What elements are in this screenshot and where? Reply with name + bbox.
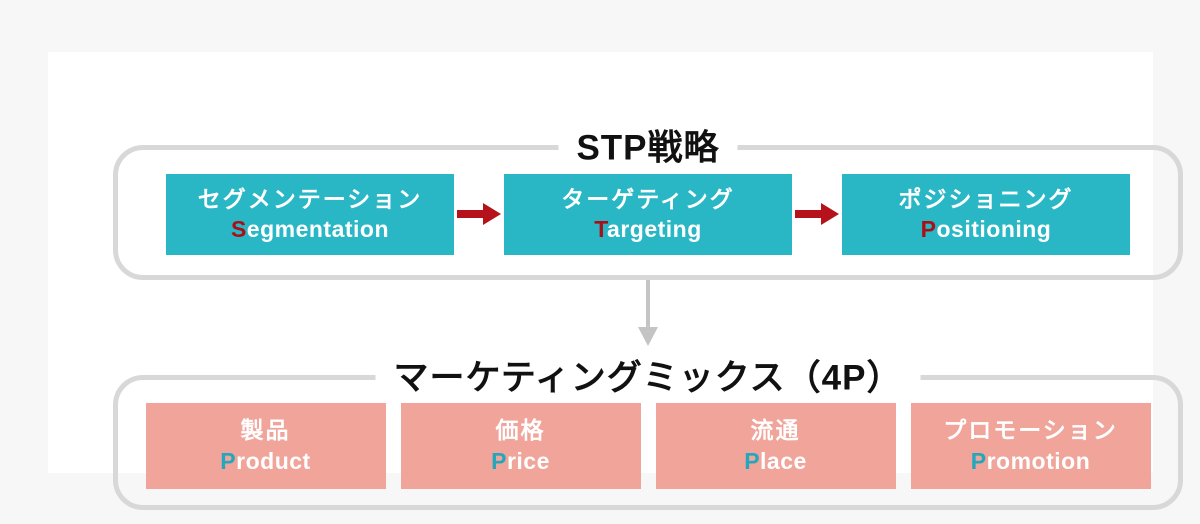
segmentation-label-en: Segmentation [230, 216, 390, 242]
arrow-down-icon [636, 280, 660, 346]
mix-box-promotion: プロモーション Promotion [910, 402, 1151, 489]
targeting-label-jp: ターゲティング [561, 185, 735, 212]
stp-group-title: STP戦略 [558, 128, 738, 169]
promotion-label-en: Promotion [970, 447, 1091, 474]
mix-group-title: マーケティングミックス（4P） [375, 358, 921, 399]
stp-box-positioning: ポジショニング Positioning [842, 173, 1130, 255]
arrow-right-icon [454, 200, 504, 228]
mix-box-price: 価格 Price [400, 402, 641, 489]
targeting-label-en: Targeting [594, 216, 702, 242]
place-label-en: Place [744, 447, 807, 474]
mix-box-product: 製品 Product [145, 402, 386, 489]
positioning-label-en: Positioning [920, 216, 1052, 242]
mix-box-place: 流通 Place [655, 402, 896, 489]
product-label-en: Product [220, 447, 311, 474]
segmentation-label-jp: セグメンテーション [197, 185, 423, 212]
stp-box-row: セグメンテーション Segmentation ターゲティング Targeting [118, 150, 1178, 275]
price-label-en: Price [491, 447, 550, 474]
mix-box-row: 製品 Product 価格 Price 流通 Place プロモーション Pro… [118, 380, 1178, 505]
stp-strategy-group: STP戦略 セグメンテーション Segmentation ターゲティング Tar… [113, 128, 1183, 280]
promotion-label-jp: プロモーション [943, 417, 1118, 444]
product-label-jp: 製品 [240, 417, 291, 444]
stp-box-segmentation: セグメンテーション Segmentation [166, 173, 454, 255]
price-label-jp: 価格 [495, 417, 546, 444]
place-label-jp: 流通 [750, 417, 801, 444]
arrow-right-icon [792, 200, 842, 228]
positioning-label-jp: ポジショニング [898, 185, 1074, 212]
stp-box-targeting: ターゲティング Targeting [504, 173, 792, 255]
diagram-card: STP戦略 セグメンテーション Segmentation ターゲティング Tar… [48, 52, 1183, 510]
marketing-mix-group: マーケティングミックス（4P） 製品 Product 価格 Price 流通 P… [113, 358, 1183, 510]
